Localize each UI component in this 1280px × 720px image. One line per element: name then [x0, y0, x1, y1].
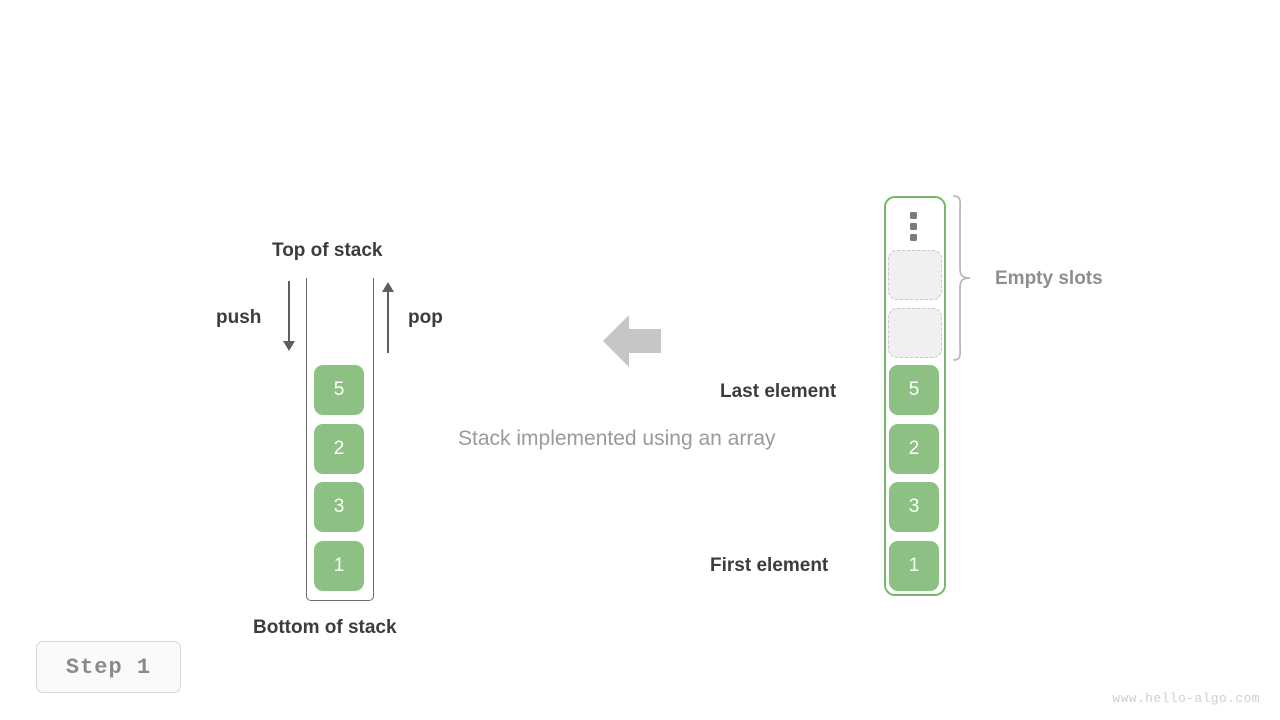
stack-cell: 5	[314, 365, 364, 415]
first-element-label: First element	[710, 555, 829, 576]
array-cell: 5	[889, 365, 939, 415]
last-element-label: Last element	[720, 381, 837, 402]
stack-cell: 1	[314, 541, 364, 591]
stack-cell: 2	[314, 424, 364, 474]
diagram-caption: Stack implemented using an array	[458, 427, 776, 450]
transform-arrow-icon	[603, 315, 661, 367]
watermark: www.hello-algo.com	[1112, 691, 1260, 706]
empty-slots-label: Empty slots	[995, 268, 1103, 289]
top-of-stack-label: Top of stack	[272, 240, 383, 261]
empty-slot	[888, 250, 942, 300]
pop-label: pop	[408, 307, 443, 328]
vertical-ellipsis-icon	[910, 212, 917, 245]
array-cell: 1	[889, 541, 939, 591]
stack-cell: 3	[314, 482, 364, 532]
step-badge: Step 1	[36, 641, 181, 693]
push-arrow-shaft	[288, 281, 291, 343]
array-cell: 2	[889, 424, 939, 474]
bottom-of-stack-label: Bottom of stack	[253, 617, 397, 638]
empty-slots-brace	[950, 194, 974, 362]
push-label: push	[216, 307, 262, 328]
pop-arrow-shaft	[387, 291, 390, 353]
array-cell: 3	[889, 482, 939, 532]
pop-arrow-head	[382, 282, 394, 292]
empty-slot	[888, 308, 942, 358]
push-arrow-head	[283, 341, 295, 351]
